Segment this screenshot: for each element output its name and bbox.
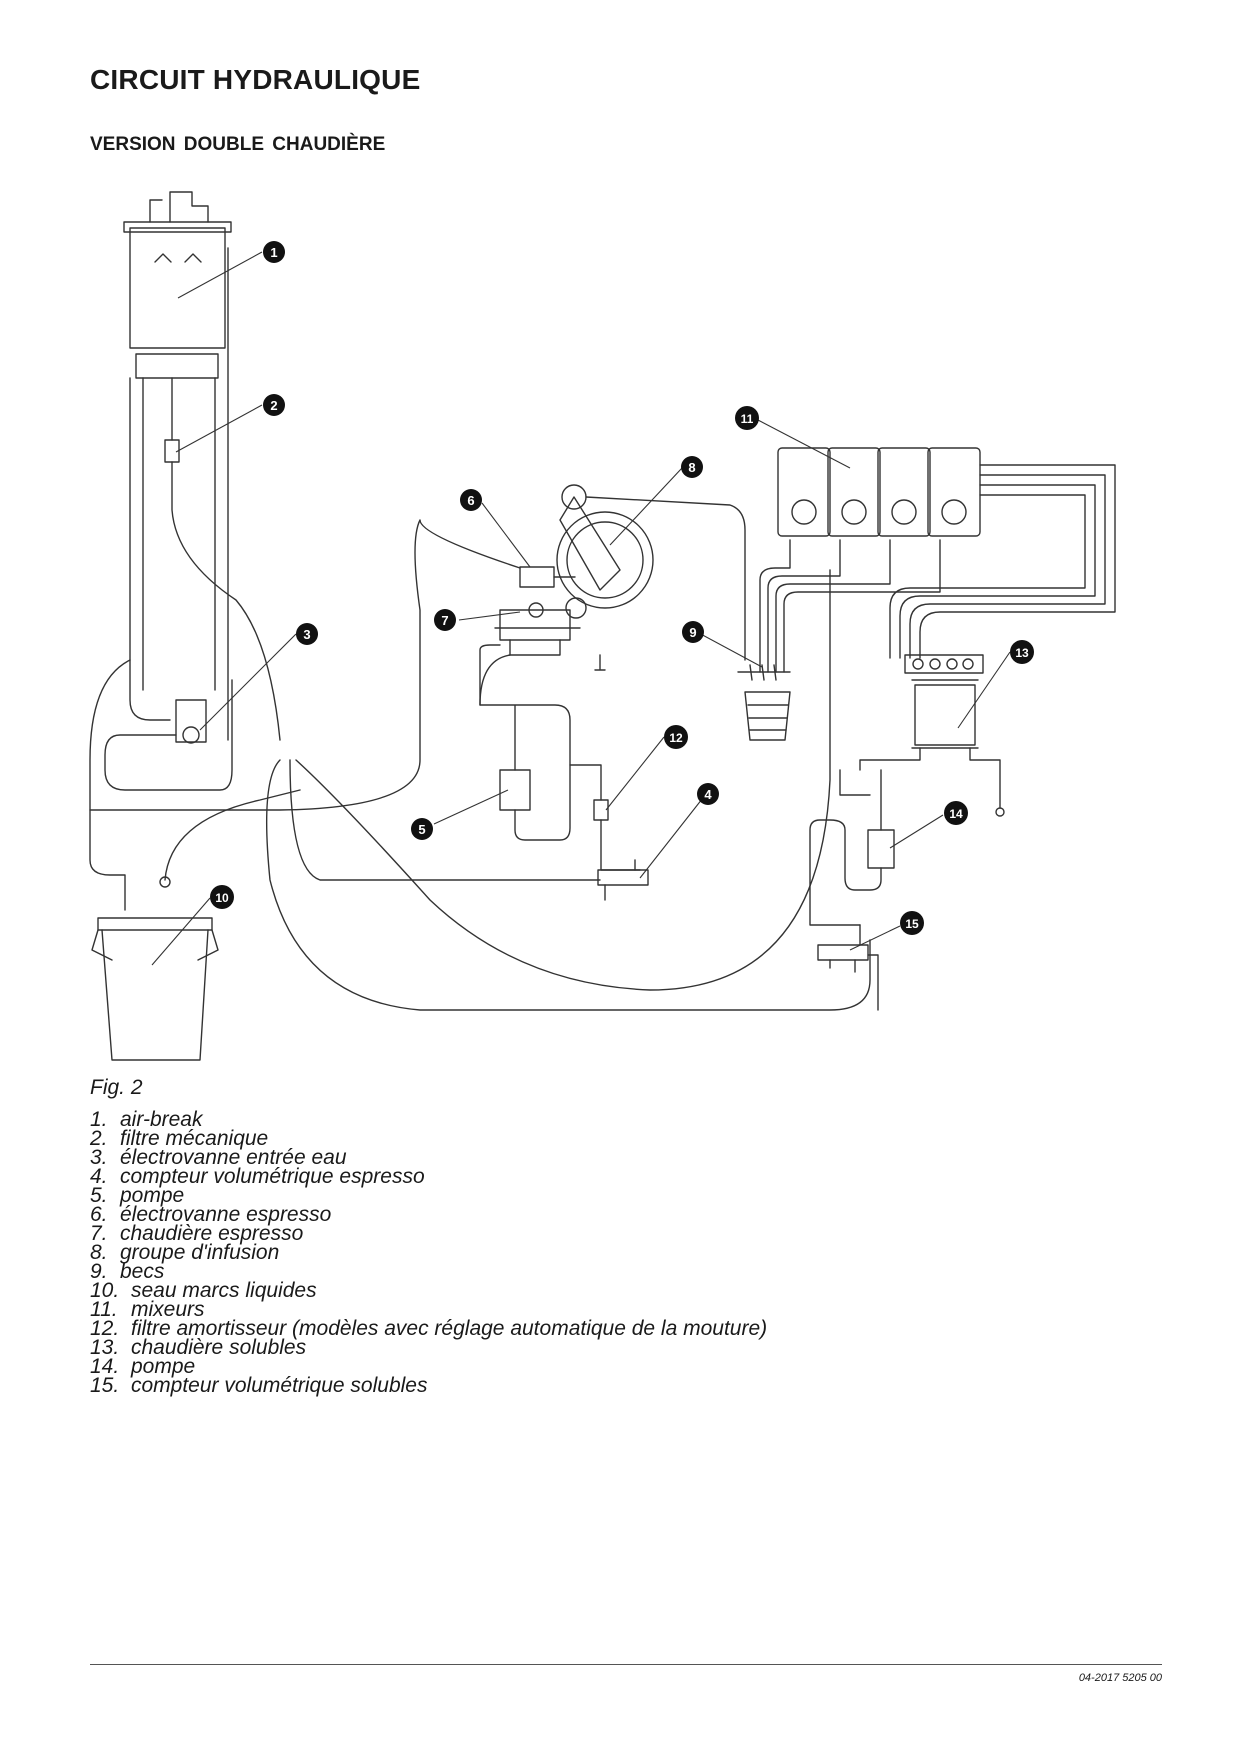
callout-5: 5: [411, 818, 433, 840]
callout-2: 2: [263, 394, 285, 416]
callout-15: 15: [900, 911, 924, 935]
inlet-valve-drawing: [104, 679, 233, 791]
legend-item: 5.pompe: [90, 1184, 185, 1207]
legend-item: 6.électrovanne espresso: [90, 1203, 332, 1226]
callout-1: 1: [263, 241, 285, 263]
svg-text:9: 9: [689, 625, 696, 640]
callout-11: 11: [735, 406, 759, 430]
svg-text:5: 5: [418, 822, 425, 837]
espresso-boiler-drawing: [494, 602, 581, 656]
espresso-valve-drawing: [519, 566, 555, 588]
callout-4: 4: [697, 783, 719, 805]
callout-7: 7: [434, 609, 456, 631]
svg-text:4: 4: [704, 787, 712, 802]
callout-12: 12: [664, 725, 688, 749]
spouts-drawing: [737, 664, 791, 741]
page-subtitle: VERSION DOUBLE CHAUDIÈRE: [90, 134, 386, 155]
legend-item: 2.filtre mécanique: [90, 1127, 269, 1150]
damper-filter-drawing: [593, 799, 609, 821]
legend-item: 12.filtre amortisseur (modèles avec régl…: [90, 1317, 768, 1340]
callout-13: 13: [1010, 640, 1034, 664]
callout-9: 9: [682, 621, 704, 643]
callout-3: 3: [296, 623, 318, 645]
svg-text:1: 1: [270, 245, 277, 260]
svg-text:10: 10: [215, 891, 229, 905]
solubles-pump-drawing: [867, 829, 895, 869]
figure-caption: Fig. 2: [90, 1076, 143, 1099]
legend-item: 3.électrovanne entrée eau: [90, 1146, 347, 1169]
svg-text:6: 6: [467, 493, 474, 508]
callout-10: 10: [210, 885, 234, 909]
callout-badges: 1 2 3 4 5 6 7 8 9 10 11 12 13 14 15: [210, 241, 1034, 935]
legend-item: 14.pompe: [90, 1355, 196, 1378]
mixers-drawing: [777, 447, 981, 537]
footer-divider: [90, 1664, 1162, 1665]
document-code: 04-2017 5205 00: [1078, 1672, 1162, 1684]
air-break-drawing: [123, 191, 232, 379]
legend-item: 8.groupe d'infusion: [90, 1241, 280, 1264]
legend-item: 15.compteur volumétrique solubles: [90, 1374, 428, 1397]
brewing-group-drawing: [556, 484, 746, 661]
legend-item: 13.chaudière solubles: [90, 1336, 307, 1359]
svg-text:2: 2: [270, 398, 277, 413]
svg-text:12: 12: [669, 731, 683, 745]
svg-text:15: 15: [905, 917, 919, 931]
page-title: CIRCUIT HYDRAULIQUE: [90, 64, 421, 95]
svg-text:13: 13: [1015, 646, 1029, 660]
legend-list: 1.air-break 2.filtre mécanique 3.électro…: [90, 1108, 768, 1397]
legend-item: 4.compteur volumétrique espresso: [90, 1165, 425, 1188]
svg-text:14: 14: [949, 807, 963, 821]
legend-item: 9.becs: [90, 1260, 165, 1283]
solubles-boiler-drawing: [904, 654, 984, 749]
legend-item: 11.mixeurs: [90, 1298, 205, 1321]
svg-text:11: 11: [741, 412, 754, 426]
espresso-pump-drawing: [479, 644, 571, 841]
solubles-flowmeter-drawing: [817, 944, 869, 973]
svg-text:3: 3: [303, 627, 310, 642]
legend-item: 7.chaudière espresso: [90, 1222, 304, 1245]
svg-text:8: 8: [688, 460, 695, 475]
legend-item: 10.seau marcs liquides: [90, 1279, 317, 1302]
callout-14: 14: [944, 801, 968, 825]
legend-item: 1.air-break: [90, 1108, 203, 1131]
espresso-flowmeter-drawing: [597, 859, 649, 901]
callout-6: 6: [460, 489, 482, 511]
waste-bucket-drawing: [91, 917, 219, 1061]
callout-8: 8: [681, 456, 703, 478]
svg-text:7: 7: [441, 613, 448, 628]
